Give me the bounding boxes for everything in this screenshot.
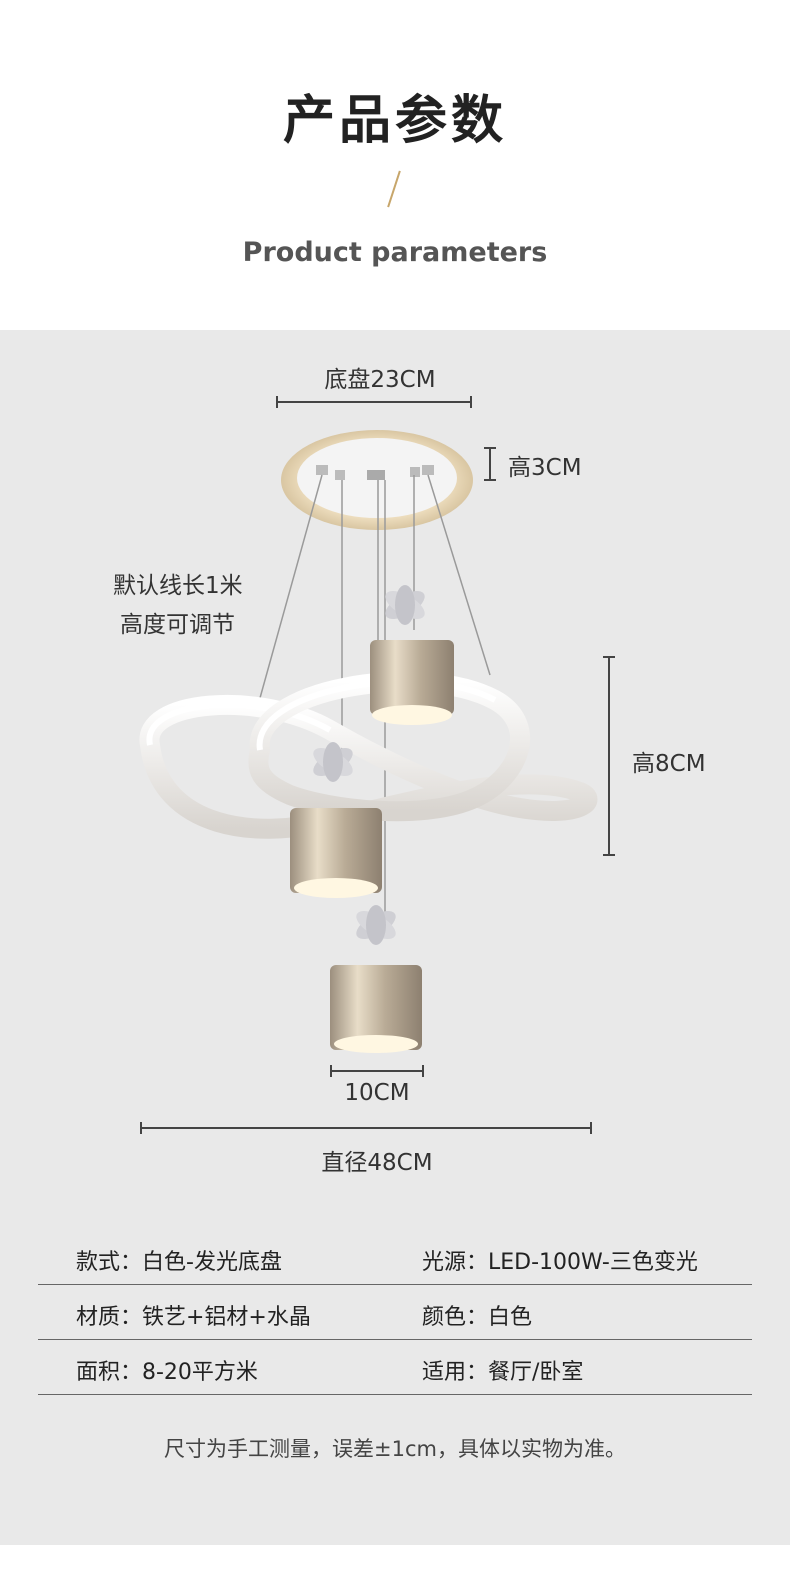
shade-width-dimension: [330, 1065, 424, 1077]
spec-style: 款式：白色-发光底盘: [76, 1250, 282, 1275]
base-width-dimension: [276, 396, 472, 408]
ceiling-base: [281, 430, 473, 530]
spec-row: 面积：8-20平方米 适用：餐厅/卧室: [38, 1340, 752, 1395]
diameter-dimension: [140, 1122, 592, 1134]
spec-material: 材质：铁艺+铝材+水晶: [76, 1305, 311, 1330]
led-rings: [139, 671, 598, 839]
divider-slash: [387, 170, 401, 208]
base-width-label: 底盘23CM: [324, 367, 436, 393]
crystal-pendant-bottom: [330, 905, 422, 1053]
cord-length-label: 默认线长1米: [113, 573, 243, 599]
spec-light-source: 光源：LED-100W-三色变光: [422, 1250, 698, 1275]
cord-adjustable-label: 高度可调节: [120, 612, 235, 638]
base-height-label: 高3CM: [508, 455, 582, 481]
ring-height-label: 高8CM: [632, 751, 706, 777]
pendant-lamp-illustration: [139, 430, 598, 1053]
diameter-label: 直径48CM: [321, 1150, 433, 1176]
ring-height-dimension: [603, 656, 615, 856]
title-chinese: 产品参数: [282, 91, 507, 151]
spec-row: 款式：白色-发光底盘 光源：LED-100W-三色变光: [38, 1230, 752, 1285]
spec-row: 材质：铁艺+铝材+水晶 颜色：白色: [38, 1285, 752, 1340]
dimension-panel: 底盘23CM 高3CM 默认线长1米 高度可调节 高8CM 10CM 直径48C…: [0, 330, 790, 1545]
spec-table: 款式：白色-发光底盘 光源：LED-100W-三色变光 材质：铁艺+铝材+水晶 …: [38, 1230, 752, 1395]
spec-usage: 适用：餐厅/卧室: [422, 1360, 584, 1385]
base-height-dimension: [484, 447, 496, 481]
shade-width-label: 10CM: [344, 1080, 410, 1106]
measurement-note: 尺寸为手工测量，误差±1cm，具体以实物为准。: [164, 1437, 626, 1461]
bottom-strip: [0, 1545, 790, 1588]
spec-color: 颜色：白色: [422, 1305, 533, 1330]
spec-area: 面积：8-20平方米: [76, 1360, 258, 1385]
crystal-pendant-middle: [290, 742, 382, 898]
header: 产品参数 Product parameters: [0, 0, 790, 330]
title-english: Product parameters: [242, 237, 548, 268]
crystal-pendant-top: [370, 585, 454, 725]
